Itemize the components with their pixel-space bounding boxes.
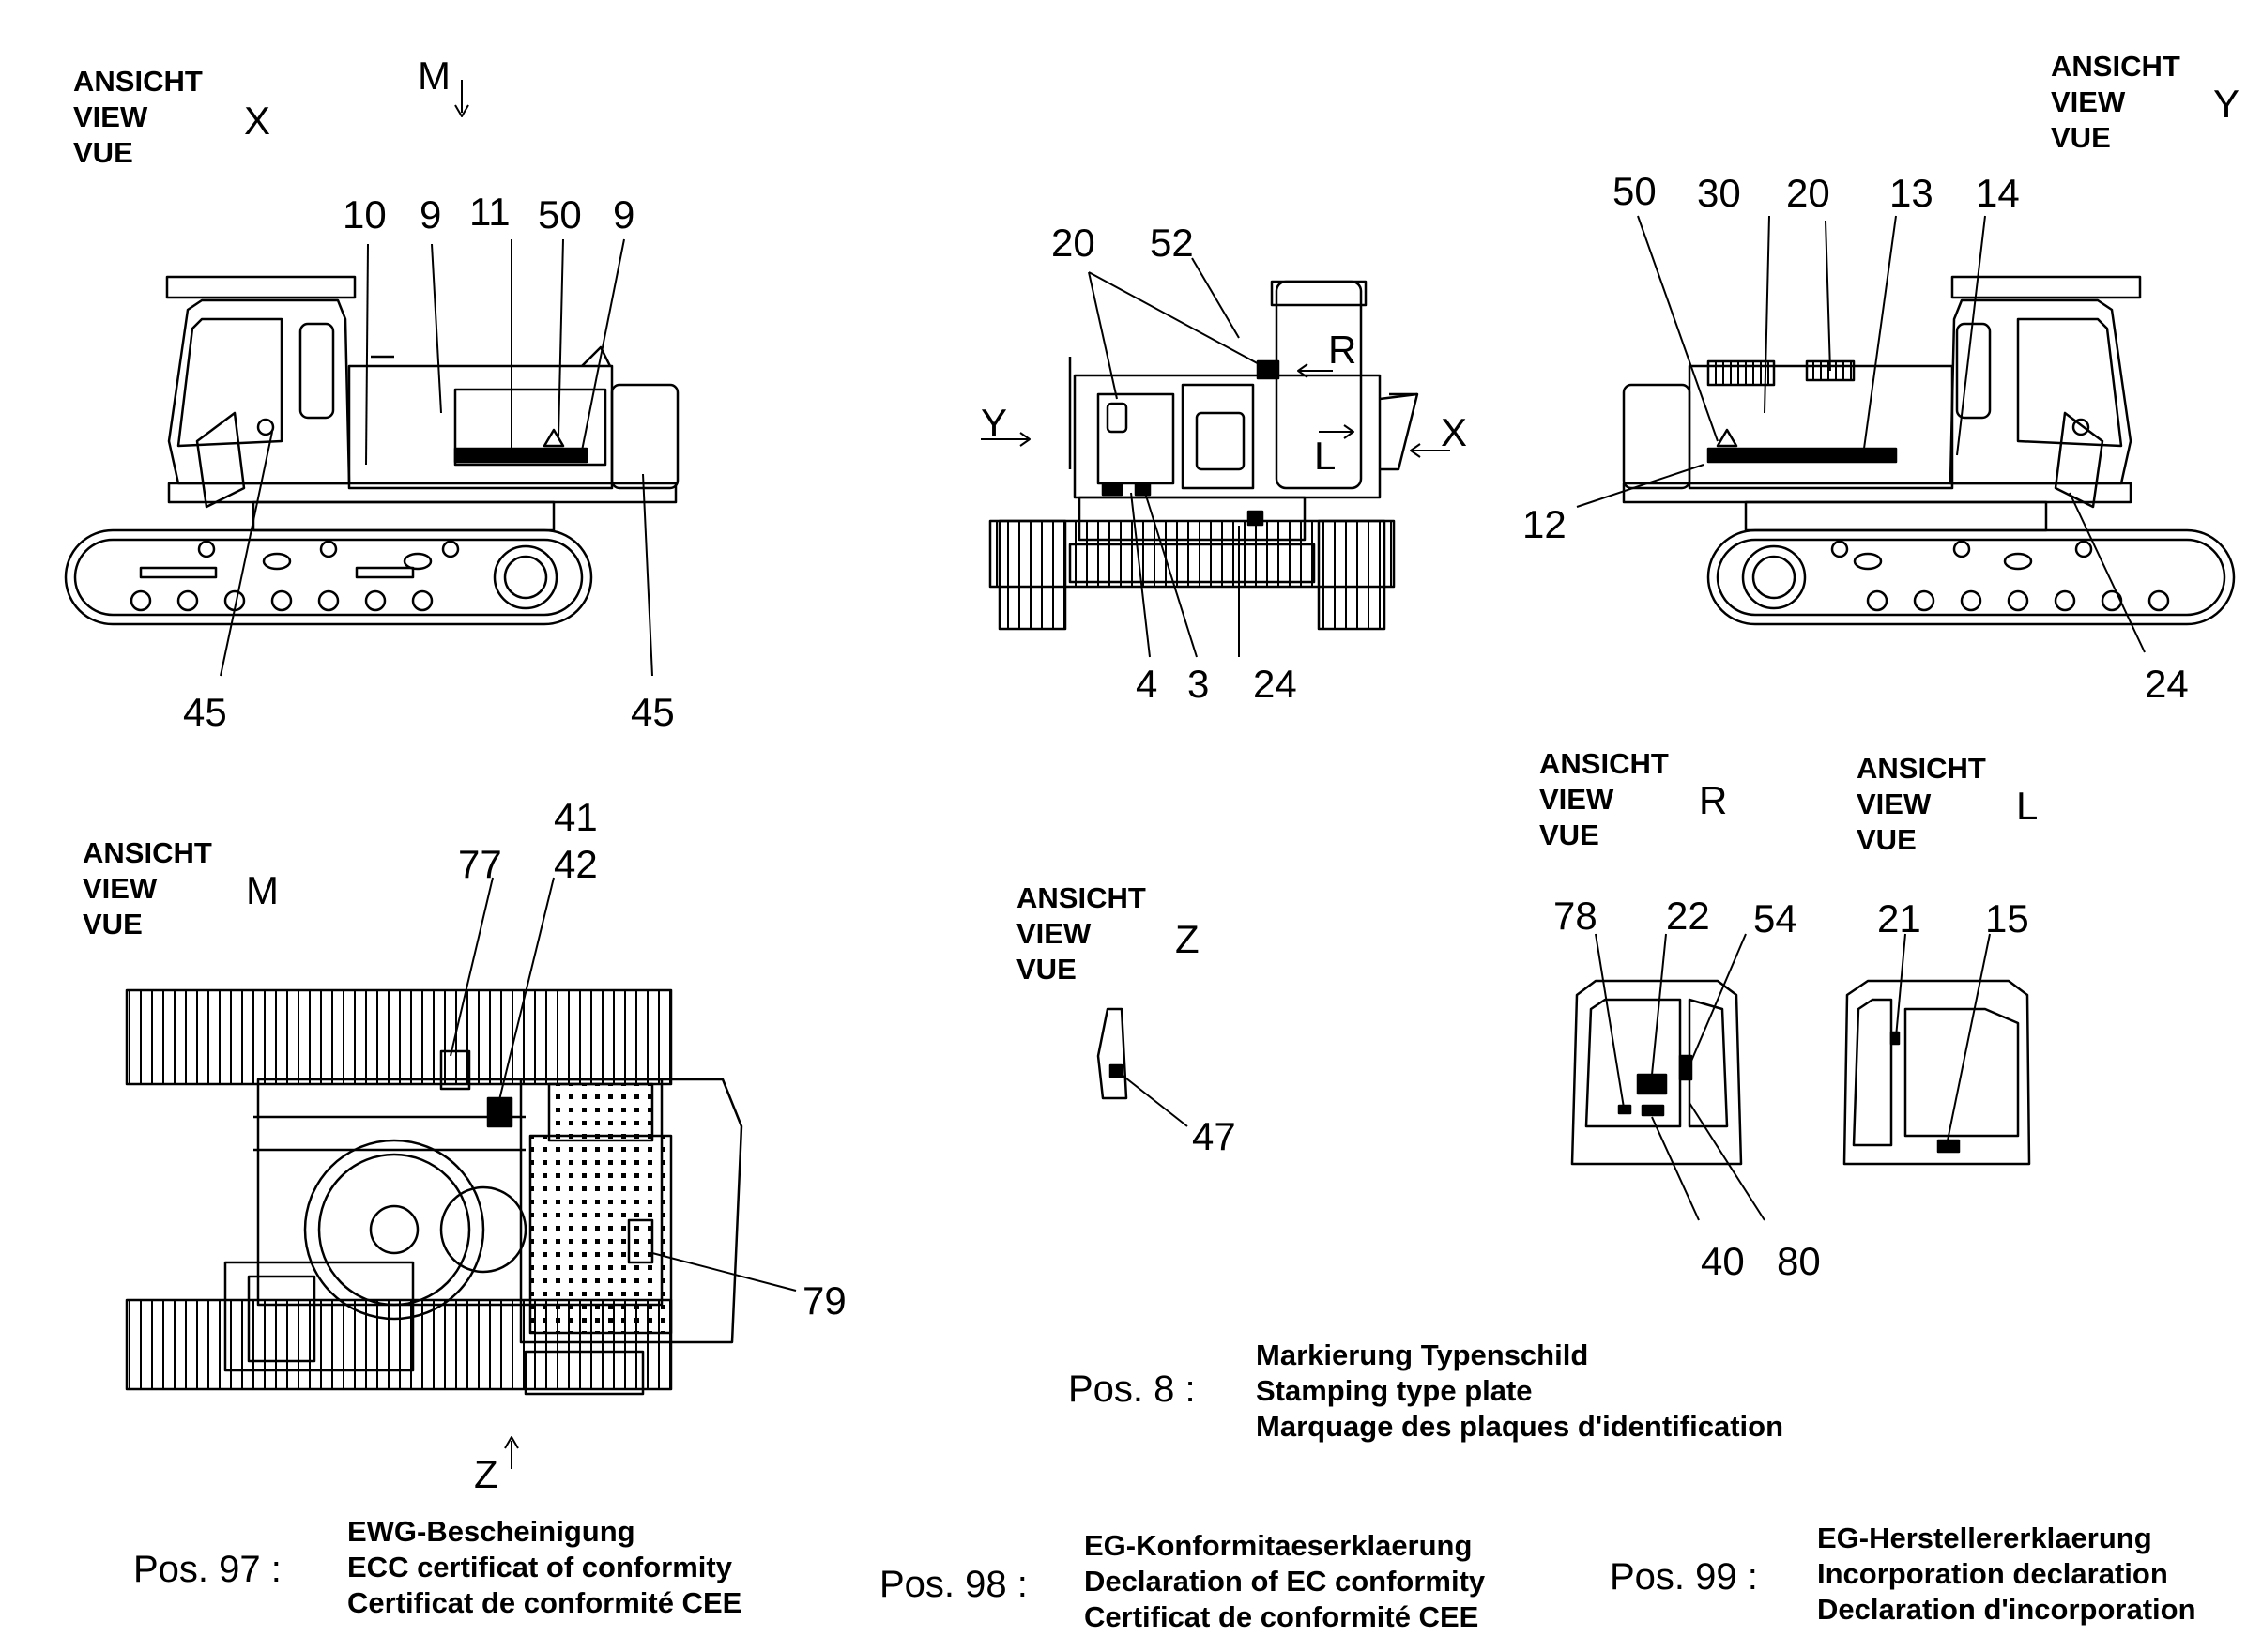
view-l-letter: L: [2016, 784, 2039, 828]
view-z-detail: [1096, 1007, 1188, 1127]
arrow-y-label: Y: [981, 401, 1008, 445]
view-l-header: ANSICHT VIEW VUE: [1857, 752, 1986, 856]
callout-view-r-78: 78: [1553, 894, 1597, 938]
callout-view-m-79: 79: [802, 1278, 847, 1323]
cab-r-outline: [1570, 979, 1743, 1166]
arrow-x-label: X: [1441, 410, 1468, 454]
view-r-header: ANSICHT VIEW VUE: [1539, 747, 1669, 851]
view-y-letter: Y: [2213, 82, 2240, 126]
view-y-excavator: [1576, 215, 2236, 653]
decal-77: [439, 1049, 471, 1091]
front-view-excavator: [981, 257, 1450, 658]
callout-view-y-20: 20: [1786, 171, 1830, 215]
note-pos-99-label: Pos. 99 :: [1610, 1556, 1758, 1598]
upper-structure: [1073, 374, 1382, 499]
callout-view-m-77: 77: [458, 842, 502, 886]
callout-view-m-41: 41: [554, 795, 598, 839]
callout-view-z-47: 47: [1192, 1114, 1236, 1158]
view-m-top-view: [125, 877, 797, 1469]
view-m-letter: M: [246, 868, 279, 912]
note-pos-97-text: EWG-Bescheinigung ECC certificat of conf…: [347, 1515, 742, 1619]
callout-view-m-42: 42: [554, 842, 598, 886]
view-z-header: ANSICHT VIEW VUE: [1016, 881, 1146, 986]
arrow-l-label: L: [1314, 434, 1337, 478]
note-pos-8-text: Markierung Typenschild Stamping type pla…: [1256, 1338, 1784, 1443]
callout-view-y-24: 24: [2145, 662, 2189, 706]
callout-front-20: 20: [1051, 221, 1095, 265]
arrow-z-label: Z: [474, 1452, 498, 1496]
roof-guard: [165, 275, 357, 299]
decal-15: [1936, 1139, 1961, 1154]
decal-22: [1636, 1073, 1668, 1095]
callout-view-x-9b: 9: [613, 192, 635, 237]
cab-l-outline: [1842, 979, 2031, 1166]
note-pos-99-text: EG-Herstellererklaerung Incorporation de…: [1817, 1522, 2196, 1626]
view-x-header: ANSICHT VIEW VUE: [73, 65, 203, 169]
note-pos-8-label: Pos. 8 :: [1068, 1369, 1196, 1410]
engine-grille: [528, 1134, 673, 1335]
view-y-header: ANSICHT VIEW VUE: [2051, 50, 2180, 154]
callout-view-y-13: 13: [1889, 171, 1933, 215]
view-m-header: ANSICHT VIEW VUE: [83, 836, 212, 941]
callout-view-l-15: 15: [1985, 896, 2029, 941]
view-r-letter: R: [1699, 778, 1728, 822]
callout-view-r-22: 22: [1666, 894, 1710, 938]
note-pos-97-label: Pos. 97 :: [133, 1549, 282, 1590]
note-pos-98-text: EG-Konformitaeserklaerung Declaration of…: [1084, 1529, 1486, 1633]
view-l-cab: [1842, 933, 2031, 1166]
callout-front-24: 24: [1253, 662, 1297, 706]
cab-body: [167, 298, 351, 485]
callout-view-x-11: 11: [469, 190, 511, 234]
callout-view-x-9a: 9: [420, 192, 442, 237]
callout-view-r-54: 54: [1753, 896, 1797, 941]
callout-view-y-14: 14: [1976, 171, 2020, 215]
idler-wheel: [493, 544, 558, 610]
engine-deck: [519, 1078, 743, 1344]
arrow-m-label: M: [418, 54, 451, 98]
arrow-r-label: R: [1328, 328, 1357, 372]
callout-view-r-80: 80: [1777, 1239, 1821, 1283]
note-pos-98-label: Pos. 98 :: [879, 1564, 1028, 1605]
callout-view-r-40: 40: [1701, 1239, 1745, 1283]
decal-strip-y: [1706, 447, 1898, 464]
view-x-letter: X: [244, 99, 271, 143]
callout-front-3: 3: [1187, 662, 1210, 706]
view-z-letter: Z: [1175, 917, 1200, 961]
boom-pin: [256, 418, 275, 436]
callout-view-x-50: 50: [538, 192, 582, 237]
counterweight: [610, 383, 680, 490]
engine-hood: [347, 364, 614, 490]
callout-view-l-21: 21: [1877, 896, 1921, 941]
callout-front-52: 52: [1150, 221, 1194, 265]
track-frame: [64, 528, 593, 626]
callout-view-y-30: 30: [1697, 171, 1741, 215]
z-panel: [1096, 1007, 1128, 1100]
decal-strip: [453, 447, 588, 464]
slewing-ring: [303, 1139, 485, 1321]
callout-view-y-12: 12: [1522, 502, 1567, 546]
track-top: [125, 988, 673, 1086]
view-x-excavator: [64, 80, 680, 677]
callout-front-4: 4: [1136, 662, 1158, 706]
callout-view-x-10: 10: [343, 192, 387, 237]
cab-body-y: [1949, 298, 2132, 485]
callout-view-x-45a: 45: [183, 690, 227, 734]
cab-window: [176, 317, 283, 448]
callout-view-x-45b: 45: [631, 690, 675, 734]
callout-view-y-50: 50: [1612, 169, 1657, 213]
roof-guard-y: [1950, 275, 2142, 299]
view-r-cab: [1570, 933, 1765, 1221]
